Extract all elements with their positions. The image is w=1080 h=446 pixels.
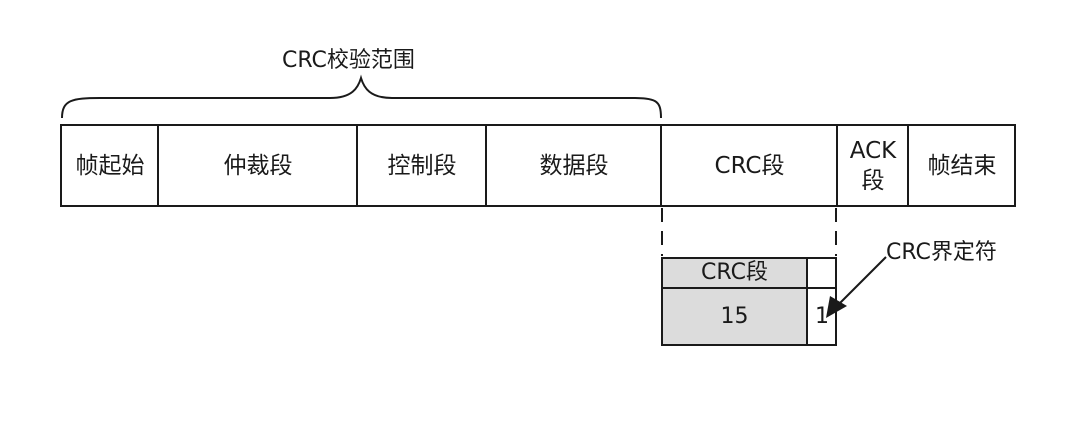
crc-delimiter-bits: 1 bbox=[815, 304, 829, 329]
field-ack: ACK 段 bbox=[849, 137, 897, 194]
crc-sequence-bits: 15 bbox=[720, 304, 749, 329]
field-data: 数据段 bbox=[539, 152, 609, 179]
field-control: 控制段 bbox=[387, 152, 457, 179]
crc-detail-header-fill bbox=[662, 258, 807, 288]
field-arbitration: 仲裁段 bbox=[223, 152, 293, 179]
crc-sequence-fill bbox=[662, 288, 807, 345]
field-sof: 帧起始 bbox=[75, 152, 145, 179]
crc-range-label: CRC校验范围 bbox=[282, 48, 415, 73]
field-eof: 帧结束 bbox=[927, 152, 997, 179]
crc-delimiter-label: CRC界定符 bbox=[886, 240, 997, 265]
crc-detail-header: CRC段 bbox=[701, 260, 768, 285]
delimiter-pointer-arrowhead bbox=[826, 296, 847, 318]
frame-outline bbox=[60, 124, 1016, 207]
delimiter-pointer-line bbox=[835, 256, 887, 308]
crc-range-brace bbox=[61, 74, 662, 119]
field-crc: CRC段 bbox=[714, 152, 785, 179]
